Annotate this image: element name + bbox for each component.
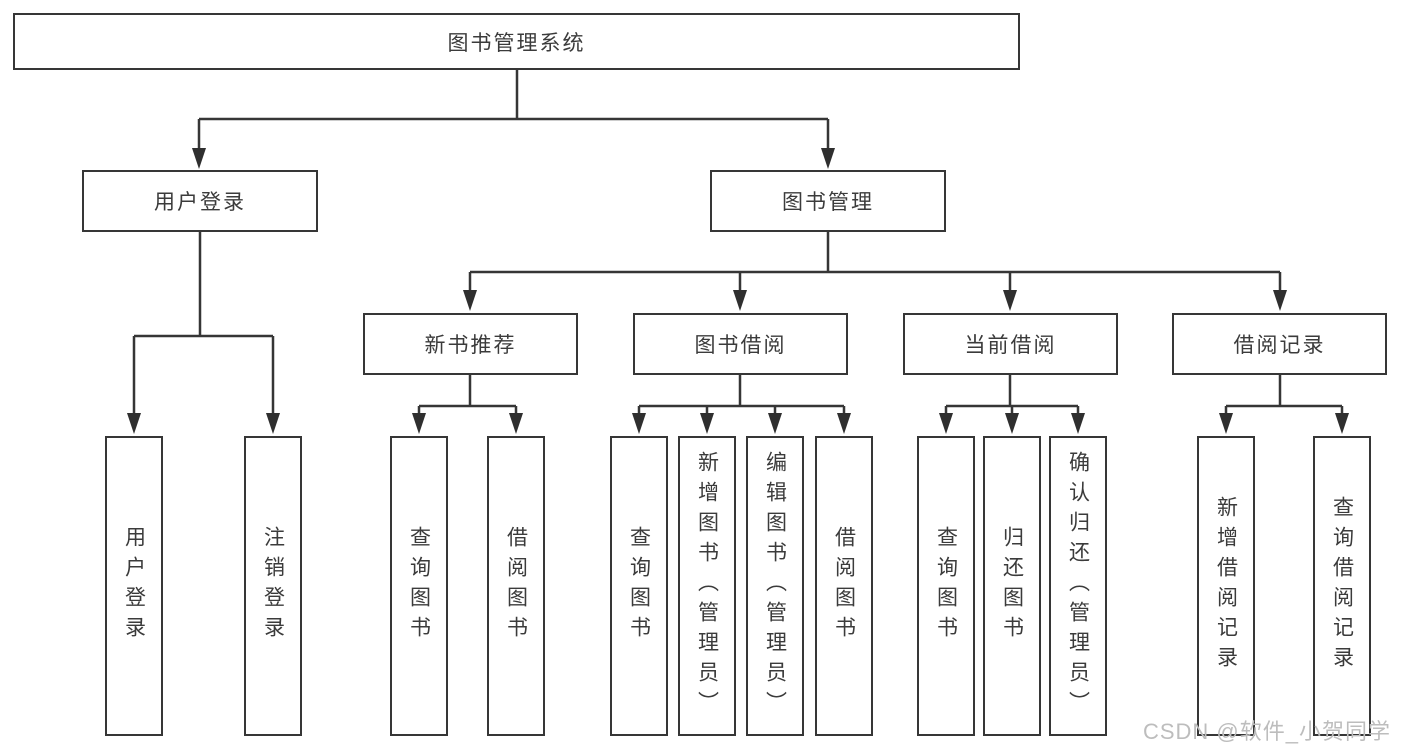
connector-current-borrowing-to-leaves: [939, 375, 1085, 434]
leaf-query-books-borrowing-label: 查询图书: [627, 526, 651, 646]
node-book-management: 图书管理: [710, 170, 946, 232]
leaf-borrow-books-borrowing: 借阅图书: [815, 436, 873, 736]
leaf-user-login-label: 用户登录: [122, 526, 146, 646]
leaf-query-books-current-label: 查询图书: [934, 526, 958, 646]
connector-book-management-to-level3: [463, 232, 1287, 311]
node-user-login: 用户登录: [82, 170, 318, 232]
node-book-borrowing-label: 图书借阅: [694, 334, 787, 357]
leaf-query-borrow-record-label: 查询借阅记录: [1330, 496, 1354, 676]
node-new-book-recommend-label: 新书推荐: [424, 334, 517, 357]
leaf-confirm-return-admin-label: 确认归还（管理员）: [1066, 451, 1090, 721]
leaf-query-books-recommend-label: 查询图书: [407, 526, 431, 646]
node-borrowing-records: 借阅记录: [1172, 313, 1387, 375]
leaf-logout-label: 注销登录: [261, 526, 285, 646]
leaf-query-books-borrowing: 查询图书: [610, 436, 668, 736]
leaf-borrow-books-borrowing-label: 借阅图书: [832, 526, 856, 646]
node-book-management-label: 图书管理: [782, 191, 874, 214]
node-user-login-label: 用户登录: [154, 191, 246, 214]
leaf-borrow-books-recommend-label: 借阅图书: [504, 526, 528, 646]
node-book-borrowing: 图书借阅: [633, 313, 848, 375]
leaf-add-books-admin: 新增图书（管理员）: [678, 436, 736, 736]
leaf-return-books-label: 归还图书: [1000, 526, 1024, 646]
leaf-add-borrow-record: 新增借阅记录: [1197, 436, 1255, 736]
leaf-query-borrow-record: 查询借阅记录: [1313, 436, 1371, 736]
leaf-return-books: 归还图书: [983, 436, 1041, 736]
leaf-add-books-admin-label: 新增图书（管理员）: [695, 451, 719, 721]
node-root-system: 图书管理系统: [13, 13, 1020, 70]
leaf-logout: 注销登录: [244, 436, 302, 736]
node-current-borrowing: 当前借阅: [903, 313, 1118, 375]
leaf-borrow-books-recommend: 借阅图书: [487, 436, 545, 736]
leaf-query-books-recommend: 查询图书: [390, 436, 448, 736]
leaf-edit-books-admin: 编辑图书（管理员）: [746, 436, 804, 736]
connector-new-book-to-leaves: [412, 375, 523, 434]
node-root-label: 图书管理系统: [447, 31, 586, 55]
leaf-add-borrow-record-label: 新增借阅记录: [1214, 496, 1238, 676]
connector-user-login-to-leaves: [127, 232, 280, 434]
node-current-borrowing-label: 当前借阅: [964, 334, 1057, 357]
connector-borrow-records-to-leaves: [1219, 375, 1349, 434]
leaf-query-books-current: 查询图书: [917, 436, 975, 736]
connector-book-borrowing-to-leaves: [632, 375, 851, 434]
node-new-book-recommend: 新书推荐: [363, 313, 578, 375]
leaf-confirm-return-admin: 确认归还（管理员）: [1049, 436, 1107, 736]
leaf-edit-books-admin-label: 编辑图书（管理员）: [763, 451, 787, 721]
csdn-watermark: CSDN @软件_小贺同学: [1142, 719, 1391, 744]
leaf-user-login: 用户登录: [105, 436, 163, 736]
connector-root-to-level2: [192, 70, 835, 169]
node-borrowing-records-label: 借阅记录: [1233, 334, 1326, 357]
